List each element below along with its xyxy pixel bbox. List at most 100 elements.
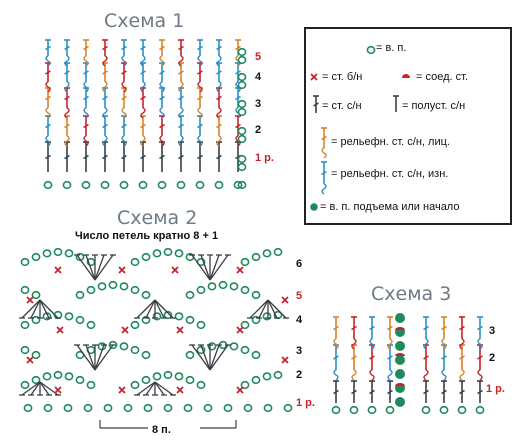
relief-hook: [235, 135, 241, 147]
chain-stitch: [97, 282, 107, 291]
chain-stitch: [75, 315, 85, 325]
dc-stitch: [140, 141, 146, 172]
dc-stitch: [45, 141, 51, 172]
dc-stitch: [369, 380, 375, 403]
relief-hook: [387, 369, 393, 381]
relief-hook: [197, 107, 203, 119]
chain-stitch: [141, 252, 151, 262]
dc-stitch: [45, 39, 51, 56]
chain-stitch: [240, 285, 250, 295]
relief-hook: [159, 55, 165, 67]
relief-hook: [102, 107, 108, 119]
relief-hook: [121, 107, 127, 119]
row-label: 3: [489, 325, 496, 337]
chain-stitch: [152, 312, 162, 321]
chain-stitch: [63, 403, 73, 413]
relief-hook: [102, 55, 108, 67]
chain-stitch: [174, 312, 184, 321]
start-dot: [395, 341, 405, 351]
slip-stitch: [395, 353, 405, 356]
chain-stitch: [262, 372, 272, 381]
sc-stitch: [26, 296, 34, 304]
legend-text: = ст. с/н: [322, 100, 362, 112]
dc-stitch: [197, 115, 203, 136]
chain-stitch: [53, 370, 63, 380]
chain-stitch: [108, 280, 118, 290]
relief-hook: [477, 338, 483, 350]
chain-stitch: [130, 285, 140, 295]
relief-hook: [369, 338, 375, 350]
chain-stitch: [163, 310, 173, 320]
sc-stitch: [281, 356, 289, 364]
dc-stitch: [313, 95, 319, 113]
chain-stitch: [119, 282, 129, 291]
legend-text: = в. п.: [376, 42, 407, 54]
dc-stitch: [178, 39, 184, 56]
relief-hook: [441, 369, 447, 381]
start-dot: [395, 369, 405, 379]
chain-stitch: [240, 257, 250, 267]
scheme3-title: Схема 3: [371, 283, 452, 305]
dc-stitch: [197, 87, 203, 108]
chain-stitch: [119, 342, 129, 351]
chain-stitch: [273, 370, 283, 380]
relief-hook: [140, 107, 146, 119]
chain-stitch: [207, 342, 217, 351]
dc-stitch: [351, 316, 357, 339]
start-dot: [310, 203, 318, 211]
scheme1-title: Схема 1: [104, 10, 185, 32]
relief-hook: [216, 107, 222, 119]
relief-hook: [159, 107, 165, 119]
relief-hook: [83, 107, 89, 119]
chain-stitch: [141, 375, 151, 385]
dc-stitch: [159, 87, 165, 108]
chart-line: [249, 299, 269, 319]
chain-stitch: [108, 340, 118, 350]
chain-stitch: [240, 320, 250, 330]
chain-stitch: [75, 290, 85, 300]
sc-stitch: [121, 326, 129, 334]
chart-line: [21, 381, 41, 396]
scheme2-title: Схема 2: [117, 207, 198, 229]
dc-stitch: [64, 115, 70, 136]
dc-stitch: [83, 39, 89, 56]
sc-stitch: [310, 73, 318, 81]
dc-stitch: [423, 316, 429, 339]
chain-stitch: [237, 126, 247, 136]
chain-stitch: [81, 180, 91, 190]
legend-item-fpdc: = рельефн. ст. с/н, лиц.: [331, 136, 450, 148]
chain-stitch: [229, 342, 239, 351]
relief-hook: [351, 338, 357, 350]
chain-stitch: [163, 247, 173, 257]
chain-stitch: [176, 180, 186, 190]
chain-stitch: [31, 252, 41, 262]
sc-stitch: [56, 326, 64, 334]
dc-stitch: [140, 39, 146, 56]
chain-stitch: [23, 403, 33, 413]
chain-stitch: [31, 315, 41, 325]
dc-stitch: [216, 39, 222, 56]
dc-stitch: [351, 380, 357, 403]
relief-hook: [102, 135, 108, 147]
dc-stitch: [83, 115, 89, 136]
dc-stitch: [216, 87, 222, 108]
chain-stitch: [20, 285, 30, 295]
relief-hook: [216, 55, 222, 67]
dc-stitch: [159, 141, 165, 172]
legend-text: = рельефн. ст. с/н, изн.: [331, 168, 449, 180]
sc-stitch: [26, 356, 34, 364]
dc-stitch: [45, 87, 51, 108]
dc-stitch: [216, 115, 222, 136]
dc-stitch: [178, 115, 184, 136]
chain-stitch: [185, 350, 195, 360]
chain-stitch: [366, 45, 376, 55]
relief-hook: [333, 369, 339, 381]
start-dot: [395, 355, 405, 365]
legend-box: [304, 27, 512, 225]
chart-line: [76, 344, 96, 371]
relief-hook: [178, 135, 184, 147]
legend-item-bpdc: = рельефн. ст. с/н, изн.: [331, 168, 448, 180]
chain-stitch: [141, 350, 151, 360]
chart-line: [154, 381, 174, 396]
